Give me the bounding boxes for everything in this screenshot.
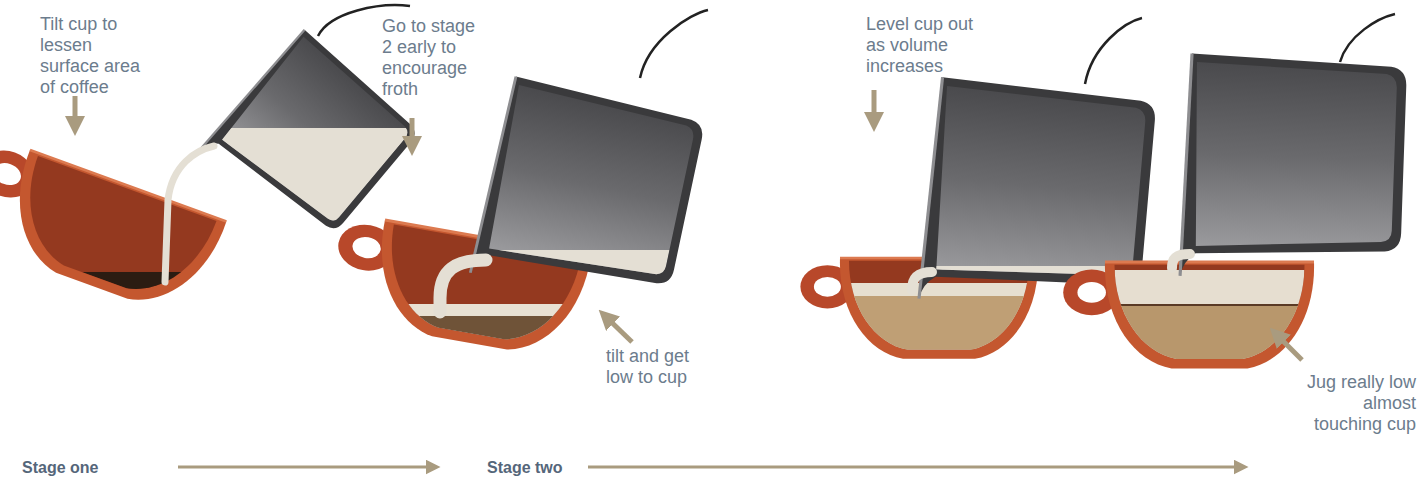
jug-rim	[1180, 53, 1192, 276]
cup-handle-hole	[0, 159, 24, 188]
jug-handle	[1085, 18, 1142, 84]
callout-arrow	[603, 314, 632, 342]
annotation-text: Level cup out as volume increases	[866, 14, 988, 77]
jug-rim	[919, 77, 943, 299]
annotation-text: Tilt cup to lessen surface area of coffe…	[40, 14, 144, 98]
callout-arrow	[73, 96, 78, 130]
annotation-text: tilt and get low to cup	[606, 346, 710, 388]
callout-arrow	[410, 118, 415, 150]
cup-handle-hole	[1077, 282, 1106, 303]
annotation-text: Go to stage 2 early to encourage froth	[382, 16, 478, 100]
jug-rim	[470, 76, 516, 274]
stage-arrow	[178, 466, 436, 469]
jug-handle	[640, 10, 708, 78]
stage-label: Stage two	[487, 457, 627, 478]
jug-interior	[1191, 62, 1398, 253]
milk-jug	[0, 0, 1333, 490]
callout-arrow	[1274, 332, 1302, 360]
cup-rim	[30, 150, 226, 221]
jug-body	[470, 76, 706, 314]
milk-stream	[440, 260, 486, 312]
coffee-cup	[0, 0, 1016, 490]
milk-jug	[543, 33, 1421, 490]
layer-line	[505, 304, 1421, 306]
jug-body	[1180, 53, 1407, 283]
jug-handle	[1340, 14, 1395, 62]
cup-body	[0, 150, 226, 322]
jug-rim	[200, 28, 305, 152]
milk-froth	[505, 270, 1421, 490]
callout-arrow	[872, 90, 877, 126]
stage-arrow	[588, 466, 1244, 469]
milk-stream	[912, 272, 932, 290]
cup-handle-hole	[814, 277, 841, 297]
cup-rim	[1105, 261, 1314, 264]
jug-interior	[931, 86, 1147, 287]
milk	[585, 246, 1421, 490]
coffee-cup	[505, 262, 1421, 490]
stage-label: Stage one	[22, 457, 162, 478]
milk	[0, 250, 1078, 490]
coffee-mix	[0, 316, 985, 490]
annotation-text: Jug really low almost touching cup	[1290, 372, 1416, 435]
milk-stream	[165, 146, 214, 282]
milk-stream	[1172, 254, 1190, 268]
coffee-mix	[505, 304, 1421, 490]
cup-handle-hole	[351, 235, 383, 261]
